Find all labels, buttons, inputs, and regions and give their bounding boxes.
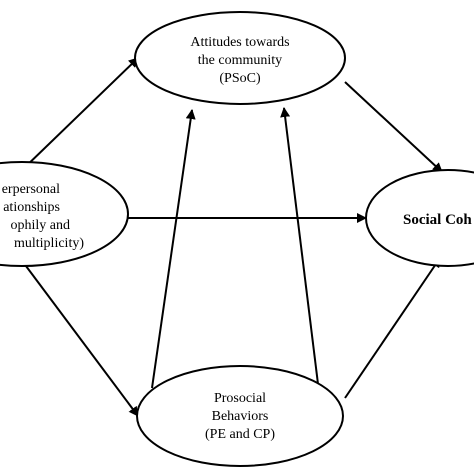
edge-prosocial-to-attitudes-right [280, 107, 319, 385]
node-prosocial: Prosocial Behaviors (PE and CP) [136, 365, 344, 467]
edge-interpersonal-to-attitudes [19, 57, 139, 173]
node-interpersonal-line-1: erpersonal [2, 182, 60, 197]
edge-attitudes-to-cohesion [344, 81, 443, 173]
node-interpersonal-line-4: multiplicity) [14, 236, 84, 251]
node-cohesion-label: Social Coh [403, 212, 472, 228]
edge-prosocial-to-attitudes-left [151, 109, 196, 389]
node-interpersonal: erpersonal ationships ophily and multipl… [0, 161, 129, 267]
node-cohesion: Social Coh [365, 169, 474, 267]
node-prosocial-line-3: (PE and CP) [205, 427, 275, 442]
node-interpersonal-line-3: ophily and [11, 218, 71, 233]
node-prosocial-line-2: Behaviors [212, 409, 269, 424]
node-attitudes-line-1: Attitudes towards [190, 35, 289, 50]
node-attitudes-line-2: the community [198, 53, 282, 68]
edge-interpersonal-to-prosocial [19, 257, 139, 417]
node-prosocial-line-1: Prosocial [214, 391, 266, 406]
edge-prosocial-to-cohesion [344, 257, 441, 399]
node-interpersonal-line-2: ationships [3, 200, 60, 215]
node-attitudes: Attitudes towards the community (PSoC) [134, 11, 346, 105]
node-attitudes-line-3: (PSoC) [219, 71, 261, 86]
